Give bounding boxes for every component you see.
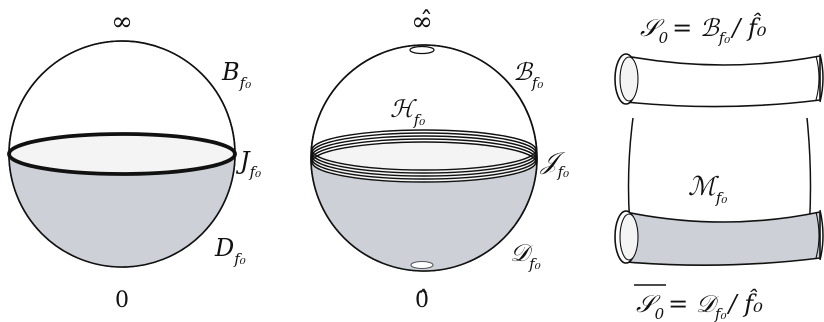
- hat-zero-label: 0̂: [415, 288, 429, 313]
- top-eq-tail: / f̂₀: [730, 13, 767, 42]
- bottom-tube-rim-inner: [619, 213, 639, 261]
- north-hole: [409, 45, 435, 55]
- hat-infinity-label: ∞̂: [411, 7, 433, 37]
- bottom-equation: 𝒮0= 𝒟f₀/ f̂₀: [636, 289, 763, 322]
- label-calB: ℬf₀: [513, 58, 543, 92]
- sphere-hat-outline-top: [310, 44, 538, 272]
- bottom-tube: [625, 211, 821, 266]
- top-eq-rhs-sub: f₀: [718, 29, 731, 47]
- label-H-sub: f₀: [413, 111, 426, 129]
- infinity-label: ∞: [111, 7, 133, 37]
- label-H-base: ℋ: [390, 95, 417, 123]
- bottom-tube-end-2: [815, 211, 820, 259]
- bottom-eq-tail: / f̂₀: [727, 289, 764, 318]
- label-J-base: J: [235, 147, 251, 175]
- band-ring-1: [311, 141, 537, 183]
- zero-label: 0: [115, 288, 129, 313]
- equator-J: [7, 132, 237, 176]
- lower-hemisphere-shade: [9, 153, 235, 267]
- label-J: Jf₀: [235, 147, 261, 181]
- label-calB-sub: f₀: [531, 74, 544, 92]
- bottom-eq-rhs-sub: f₀: [714, 305, 727, 322]
- bottom-eq-lhs-sub: 0: [655, 305, 665, 322]
- label-calJ: 𝒥f₀: [540, 147, 569, 181]
- bottom-tube-end: [819, 209, 824, 261]
- lower-hemisphere-hat-shade: [311, 157, 537, 271]
- south-hole: [410, 260, 434, 270]
- top-tube-rim-inner: [619, 56, 639, 102]
- top-tube-end-2: [815, 55, 820, 101]
- label-B-sub: f₀: [239, 74, 252, 92]
- band-ring-2: [311, 138, 537, 180]
- top-eq-rhs: = ℬ: [672, 14, 721, 42]
- label-H: ℋf₀: [390, 95, 425, 129]
- band-ring-4: [311, 132, 537, 174]
- top-equation: 𝒮0= ℬf₀/ f̂₀: [640, 13, 767, 47]
- label-M-base: ℳ: [688, 172, 719, 202]
- label-D: Df₀: [214, 234, 246, 268]
- label-D-sub: f₀: [233, 250, 246, 268]
- label-calD-sub: f₀: [528, 255, 541, 273]
- label-J-sub: f₀: [249, 163, 262, 181]
- label-calD: 𝒟f₀: [510, 239, 541, 273]
- label-B-base: B: [221, 58, 240, 86]
- sphere-plain: [7, 40, 237, 268]
- band-ring-5: [311, 129, 537, 171]
- label-calJ-sub: f₀: [557, 163, 570, 181]
- bottom-eq-rhs: = 𝒟: [668, 290, 720, 318]
- top-eq-lhs-sub: 0: [659, 29, 669, 47]
- label-M-sub: f₀: [715, 189, 728, 207]
- label-B: Bf₀: [221, 58, 251, 92]
- sphere-hat: [310, 44, 538, 272]
- label-D-base: D: [214, 234, 234, 262]
- label-M: ℳf₀: [688, 172, 727, 207]
- cylinder-diagram: [614, 53, 824, 266]
- top-tube: [625, 55, 821, 108]
- label-calB-base: ℬ: [513, 58, 534, 86]
- top-tube-end: [819, 53, 824, 103]
- band-ring-3: [311, 135, 537, 177]
